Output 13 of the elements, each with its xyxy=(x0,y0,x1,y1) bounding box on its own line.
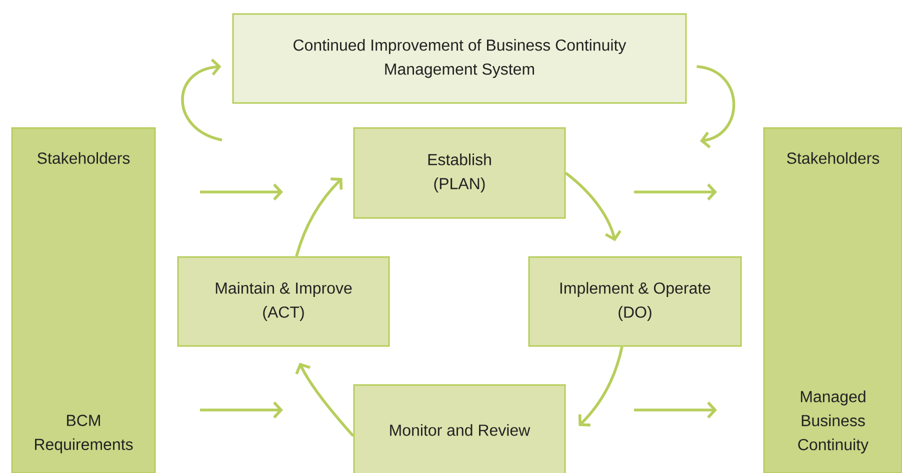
process-box: Implement & Operate (DO) xyxy=(528,256,742,347)
arrow xyxy=(295,362,354,437)
side-bar: Stakeholders Managed Business Continuity xyxy=(763,127,902,473)
process-box: Monitor and Review xyxy=(353,384,566,473)
arrow xyxy=(564,172,622,242)
arrow xyxy=(295,178,343,257)
arrow xyxy=(578,346,624,426)
side-bar: Stakeholders BCM Requirements xyxy=(11,127,156,473)
arrow xyxy=(181,58,222,142)
arrow xyxy=(696,65,736,148)
improvement-box: Continued Improvement of Business Continuity Management System xyxy=(232,13,687,104)
process-box: Maintain & Improve (ACT) xyxy=(177,256,390,347)
process-box: Establish (PLAN) xyxy=(353,127,566,219)
